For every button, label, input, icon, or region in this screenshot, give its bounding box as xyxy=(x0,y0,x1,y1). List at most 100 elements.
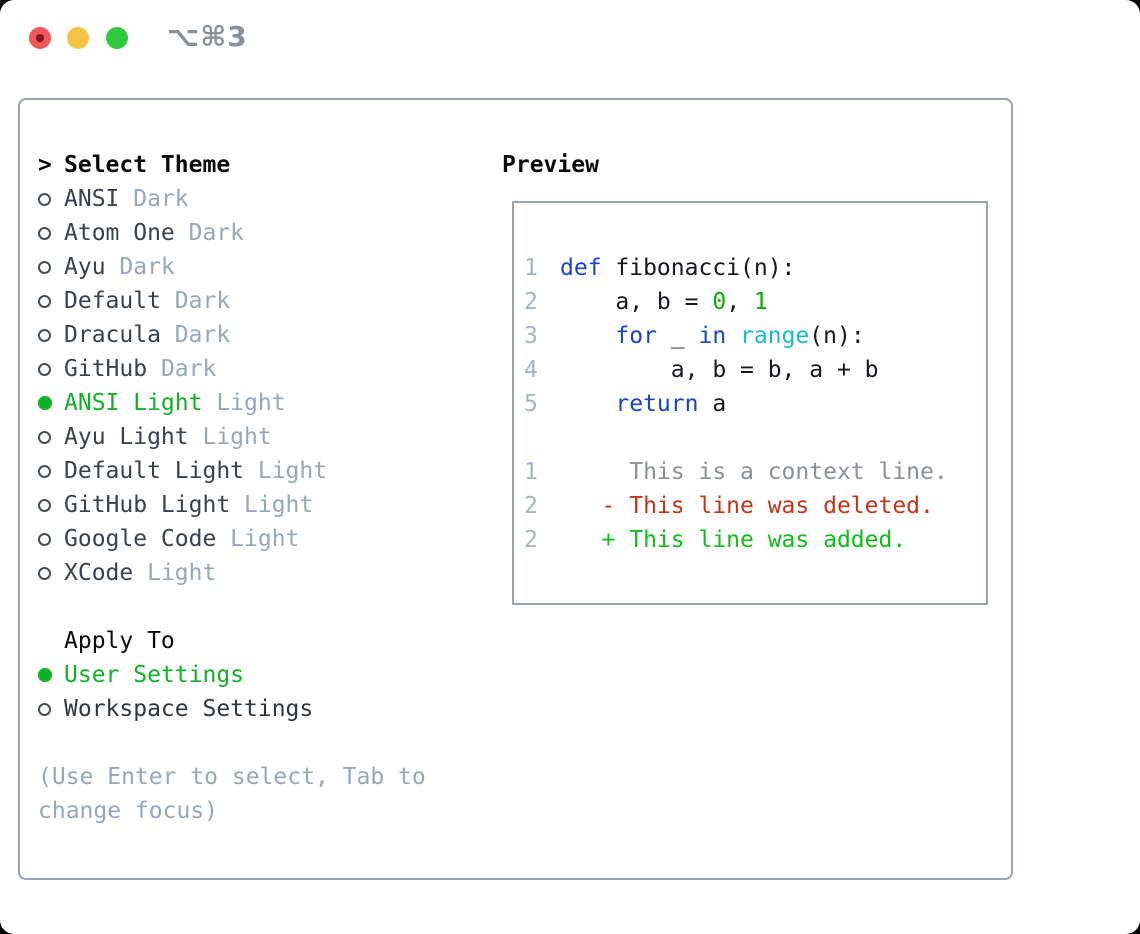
theme-option[interactable]: GitHub Dark xyxy=(38,352,458,386)
code-token-deleted: - This line was deleted. xyxy=(560,493,934,519)
theme-name: Dracula xyxy=(64,322,161,348)
radio-selected-icon xyxy=(38,668,52,682)
code-line: 3 for _ in range(n): xyxy=(524,319,986,353)
radio-cell xyxy=(38,318,64,352)
code-line: 4 a, b = b, a + b xyxy=(524,353,986,387)
theme-option[interactable]: Google Code Light xyxy=(38,522,458,556)
theme-variant-badge: Light xyxy=(133,560,217,586)
theme-option[interactable]: Default Dark xyxy=(38,284,458,318)
radio-cell xyxy=(38,250,64,284)
radio-cell xyxy=(38,216,64,250)
radio-unselected-icon xyxy=(38,294,51,308)
zoom-button[interactable] xyxy=(106,27,128,49)
theme-variant-badge: Light xyxy=(202,390,286,416)
theme-name: Ayu xyxy=(64,254,106,280)
theme-name: ANSI Light xyxy=(64,390,203,416)
code-token-plain xyxy=(726,323,740,349)
window-title-shortcut: ⌥⌘3 xyxy=(167,20,248,53)
theme-option[interactable]: ANSI Light Light xyxy=(38,386,458,420)
theme-variant-badge: Light xyxy=(230,492,314,518)
cursor-icon: > xyxy=(38,152,52,178)
radio-unselected-icon xyxy=(38,498,51,512)
line-number: 1 xyxy=(524,255,538,281)
code-token-plain xyxy=(560,323,615,349)
preview-heading: Preview xyxy=(502,152,599,178)
radio-unselected-icon xyxy=(38,362,51,376)
theme-name: Google Code xyxy=(64,526,217,552)
code-token-plain: _ xyxy=(656,323,699,349)
theme-option[interactable]: ANSI Dark xyxy=(38,182,458,216)
code-token-plain: a xyxy=(698,391,727,417)
radio-unselected-icon xyxy=(38,430,51,444)
code-token-plain: , xyxy=(726,289,754,315)
theme-name: GitHub Light xyxy=(64,492,231,518)
code-token-plain xyxy=(560,391,615,417)
theme-variant-badge: Dark xyxy=(160,322,231,348)
radio-unselected-icon xyxy=(38,260,51,274)
apply-to-label: Workspace Settings xyxy=(64,696,314,722)
radio-cell xyxy=(38,284,64,318)
minimize-button[interactable] xyxy=(67,27,89,49)
window-titlebar: ⌥⌘3 xyxy=(0,0,1140,76)
radio-cell xyxy=(38,556,64,590)
theme-variant-badge: Dark xyxy=(119,186,189,212)
theme-option[interactable]: Ayu Dark xyxy=(38,250,458,284)
theme-name: Ayu Light xyxy=(64,424,189,450)
theme-variant-badge: Dark xyxy=(174,220,245,246)
code-token-plain: a, b = b, a + b xyxy=(560,357,879,383)
theme-name: Default Light xyxy=(64,458,245,484)
code-line: 1 This is a context line. xyxy=(524,455,986,489)
code-line: 2 a, b = 0, 1 xyxy=(524,285,986,319)
theme-option[interactable]: Atom One Dark xyxy=(38,216,458,250)
theme-selector-heading-row: > Select Theme xyxy=(38,148,458,182)
code-line: 2 + This line was added. xyxy=(524,523,986,557)
radio-cell xyxy=(38,420,64,454)
line-number: 4 xyxy=(524,357,538,383)
apply-to-label: User Settings xyxy=(64,662,245,688)
spacer xyxy=(38,590,458,624)
apply-to-heading: Apply To xyxy=(64,628,175,654)
theme-option[interactable]: XCode Light xyxy=(38,556,458,590)
radio-unselected-icon xyxy=(38,464,51,478)
code-token-added: + This line was added. xyxy=(560,527,907,553)
code-token-number: 1 xyxy=(753,289,768,315)
radio-cell xyxy=(38,352,64,386)
radio-unselected-icon xyxy=(38,226,51,240)
theme-variant-badge: Dark xyxy=(105,254,175,280)
line-number: 2 xyxy=(524,289,538,315)
apply-to-option[interactable]: User Settings xyxy=(38,658,458,692)
radio-selected-icon xyxy=(38,396,52,410)
theme-option[interactable]: Dracula Dark xyxy=(38,318,458,352)
code-token-keyword: def xyxy=(560,255,602,281)
code-token-keyword: in xyxy=(698,323,727,349)
code-token-number: 0 xyxy=(712,289,727,315)
close-button[interactable] xyxy=(29,27,51,49)
theme-option[interactable]: Default Light Light xyxy=(38,454,458,488)
radio-cell xyxy=(38,182,64,216)
code-line: 2 - This line was deleted. xyxy=(524,489,986,523)
theme-name: Default xyxy=(64,288,161,314)
theme-option[interactable]: Ayu Light Light xyxy=(38,420,458,454)
theme-option[interactable]: GitHub Light Light xyxy=(38,488,458,522)
radio-unselected-icon xyxy=(38,192,51,206)
radio-cell xyxy=(38,386,64,420)
apply-to-option[interactable]: Workspace Settings xyxy=(38,692,458,726)
spacer xyxy=(38,624,64,658)
radio-unselected-icon xyxy=(38,532,51,546)
radio-cell xyxy=(38,692,64,726)
theme-name: Atom One xyxy=(64,220,175,246)
radio-unselected-icon xyxy=(38,328,51,342)
code-token-context: This is a context line. xyxy=(560,459,948,485)
apply-to-heading-row: Apply To xyxy=(38,624,458,658)
code-token-plain: (n): xyxy=(809,323,865,349)
help-text: (Use Enter to select, Tab to change focu… xyxy=(38,764,426,824)
line-number: 2 xyxy=(524,493,538,519)
code-token-plain: a, b = xyxy=(560,289,713,315)
